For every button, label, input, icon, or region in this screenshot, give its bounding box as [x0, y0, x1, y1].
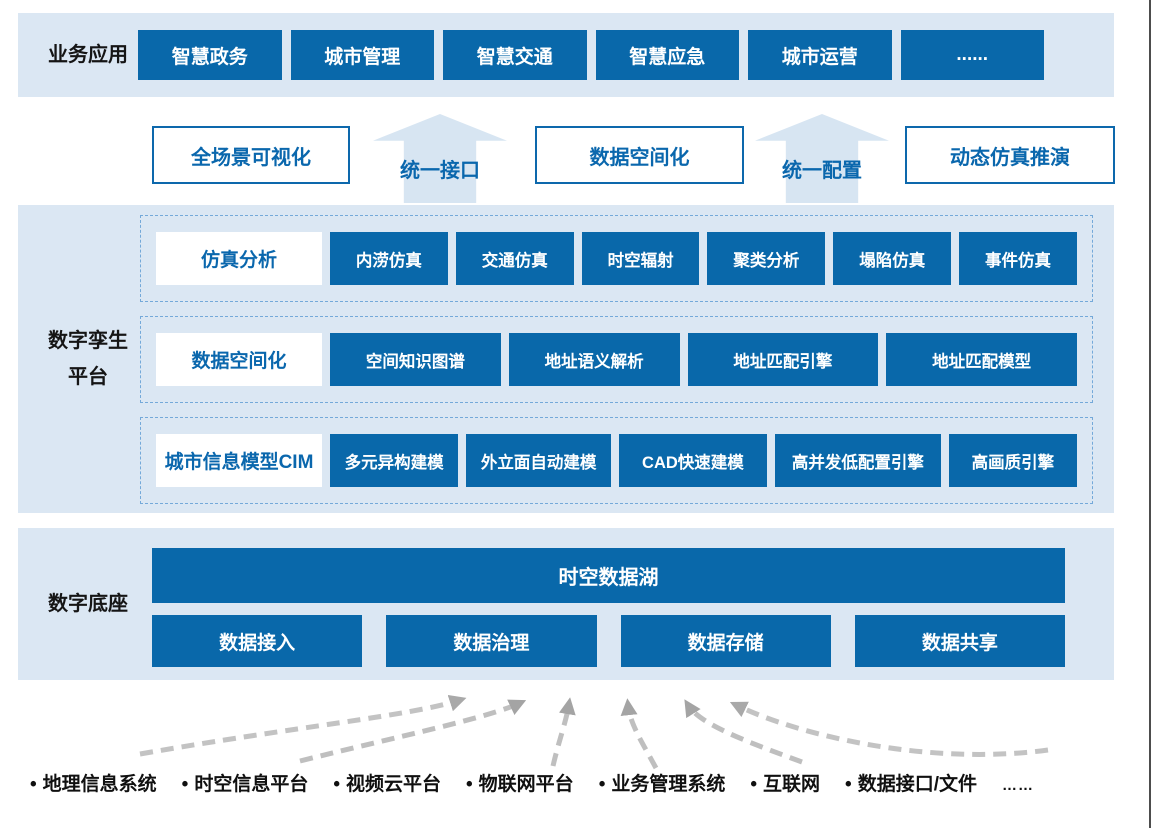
app-box: 智慧交通 — [443, 30, 587, 80]
flow-arrow — [684, 699, 803, 765]
source-item: • 物联网平台 — [466, 769, 574, 796]
bullet-icon: • — [181, 774, 189, 795]
base-box: 数据接入 — [152, 615, 363, 667]
bullet-icon: • — [598, 774, 606, 795]
bullet-icon: • — [333, 774, 340, 795]
base-box: 数据共享 — [854, 615, 1065, 667]
row-head-box: 数据空间化 — [156, 333, 322, 386]
source-item-label: 地理信息系统 — [42, 774, 157, 795]
capability-box: 动态仿真推演 — [905, 126, 1115, 184]
module-box: 事件仿真 — [959, 232, 1077, 285]
business-apps-row: 智慧政务 城市管理 智慧交通 智慧应急 城市运营 ...... — [138, 30, 1044, 80]
app-box: 智慧政务 — [138, 30, 282, 80]
source-item: • 数据接口/文件 — [845, 769, 977, 796]
module-box: 高并发低配置引擎 — [775, 434, 941, 487]
digital-base-band: 数字底座 时空数据湖 数据接入 数据治理 数据存储 数据共享 — [18, 528, 1114, 680]
source-item: • 视频云平台 — [333, 769, 441, 796]
base-box: 数据存储 — [620, 615, 831, 667]
source-item-label: 业务管理系统 — [611, 774, 726, 795]
data-sources-list: • 地理信息系统 • 时空信息平台 • 视频云平台 • 物联网平台 • 业务管理… — [30, 769, 1135, 796]
app-box: 城市运营 — [748, 30, 892, 80]
data-lake-bar: 时空数据湖 — [152, 548, 1065, 603]
app-box-more: ...... — [900, 30, 1044, 80]
flow-arrow — [729, 701, 1049, 757]
flow-arrow — [299, 699, 527, 764]
module-box: CAD快速建模 — [618, 434, 768, 487]
bullet-icon: • — [750, 774, 758, 795]
source-item: • 互联网 — [750, 769, 820, 796]
business-apps-band: 业务应用 智慧政务 城市管理 智慧交通 智慧应急 城市运营 ...... — [18, 13, 1114, 97]
module-box: 交通仿真 — [455, 232, 574, 285]
module-box: 空间知识图谱 — [330, 333, 501, 386]
digital-base-label-text: 数字底座 — [48, 593, 128, 615]
data-base-row: 数据接入 数据治理 数据存储 数据共享 — [152, 615, 1065, 667]
simulation-row: 仿真分析 内涝仿真 交通仿真 时空辐射 聚类分析 塌陷仿真 事件仿真 — [140, 215, 1093, 302]
digital-twin-label-line1: 数字孪生 — [48, 330, 128, 352]
module-box: 地址语义解析 — [508, 333, 680, 386]
source-item-label: 视频云平台 — [346, 774, 442, 795]
module-box: 地址匹配模型 — [886, 333, 1077, 386]
source-item-label: 互联网 — [763, 774, 821, 795]
module-box: 时空辐射 — [581, 232, 700, 285]
digital-twin-band: 数字孪生 平台 仿真分析 内涝仿真 交通仿真 时空辐射 聚类分析 塌陷仿真 事件… — [18, 205, 1114, 513]
bullet-icon: • — [466, 774, 473, 795]
base-box: 数据治理 — [386, 615, 597, 667]
business-apps-label: 业务应用 — [34, 13, 142, 97]
cim-row: 城市信息模型CIM 多元异构建模 外立面自动建模 CAD快速建模 高并发低配置引… — [140, 417, 1093, 504]
source-item-label: 数据接口/文件 — [857, 774, 977, 795]
source-item-label: 物联网平台 — [478, 774, 574, 795]
data-spatial-row: 数据空间化 空间知识图谱 地址语义解析 地址匹配引擎 地址匹配模型 — [140, 316, 1093, 403]
right-edge-line — [1149, 0, 1151, 828]
module-box: 外立面自动建模 — [466, 434, 611, 487]
row-head-box: 仿真分析 — [156, 232, 322, 285]
up-arrow-label: 统一配置 — [782, 160, 862, 182]
capability-box: 全场景可视化 — [152, 126, 350, 184]
source-more-ellipsis: …… — [1001, 777, 1034, 794]
up-arrow-unified-api: 统一接口 — [373, 114, 507, 203]
module-box: 聚类分析 — [707, 232, 826, 285]
up-arrow-unified-config: 统一配置 — [755, 114, 889, 203]
bullet-icon: • — [30, 774, 37, 795]
flow-arrow — [550, 697, 576, 767]
digital-base-label: 数字底座 — [34, 528, 142, 680]
module-box: 高画质引擎 — [948, 434, 1077, 487]
digital-twin-label-line2: 平台 — [68, 366, 108, 388]
business-apps-label-text: 业务应用 — [48, 44, 128, 66]
app-box: 智慧应急 — [595, 30, 739, 80]
module-box: 地址匹配引擎 — [687, 333, 879, 386]
source-item: • 业务管理系统 — [599, 769, 726, 796]
flow-arrow — [620, 698, 659, 770]
flow-arrow — [139, 695, 467, 757]
module-box: 多元异构建模 — [330, 434, 459, 487]
source-item: • 时空信息平台 — [182, 769, 309, 796]
bullet-icon: • — [845, 774, 852, 795]
module-box: 塌陷仿真 — [833, 232, 952, 285]
module-box: 内涝仿真 — [330, 232, 448, 285]
source-item-label: 时空信息平台 — [194, 774, 309, 795]
capability-box: 数据空间化 — [535, 126, 744, 184]
digital-twin-label: 数字孪生 平台 — [34, 205, 142, 513]
source-item: • 地理信息系统 — [30, 769, 157, 796]
source-flow-arrows — [139, 695, 1049, 770]
up-arrow-label: 统一接口 — [400, 160, 480, 182]
row-head-box: 城市信息模型CIM — [156, 434, 322, 487]
app-box: 城市管理 — [290, 30, 434, 80]
